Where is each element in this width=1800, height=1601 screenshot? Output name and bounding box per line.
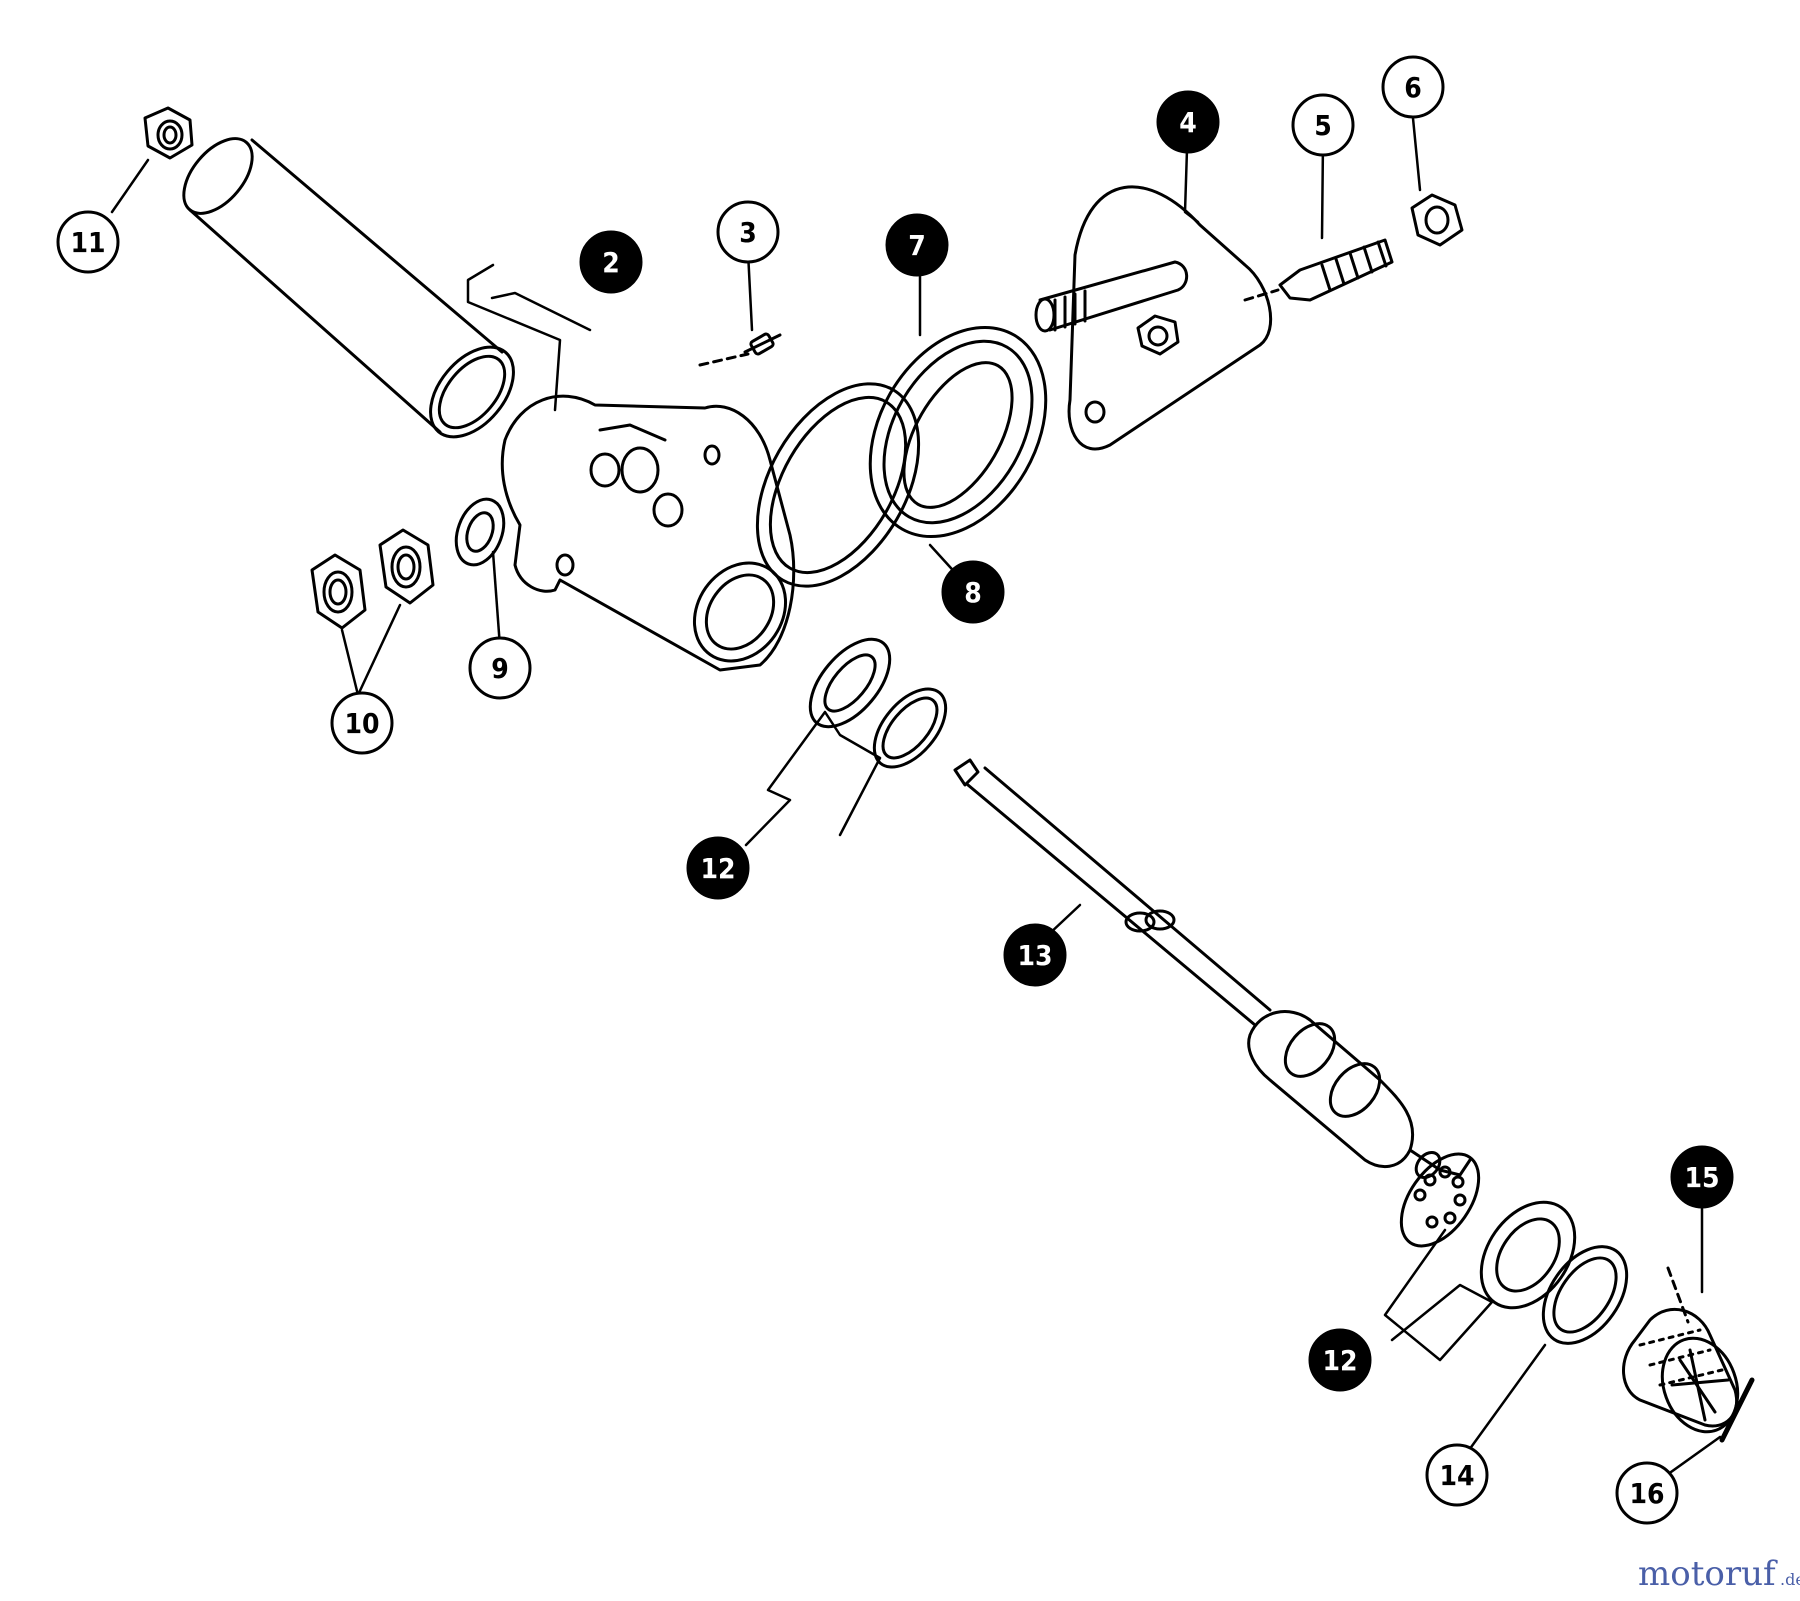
svg-text:12: 12	[1322, 1344, 1357, 1377]
cylinder-tube	[182, 137, 515, 439]
callout-12-upper: 12	[686, 836, 750, 900]
callout-6: 6	[1381, 55, 1445, 119]
side-cover-part-4	[1034, 185, 1273, 451]
callout-12-lower: 12	[1308, 1328, 1372, 1392]
watermark-logo: motoruf .de	[1638, 1554, 1800, 1594]
leader-lines	[110, 106, 1722, 1489]
watermark-suffix: .de	[1780, 1570, 1800, 1589]
svg-text:7: 7	[908, 229, 926, 262]
cotter-pin-part-16	[1719, 1377, 1755, 1443]
svg-text:2: 2	[602, 246, 620, 279]
svg-text:16: 16	[1629, 1477, 1664, 1510]
svg-text:5: 5	[1314, 109, 1332, 142]
callout-8: 8	[941, 560, 1005, 624]
worm-shaft-part-13	[953, 758, 1472, 1180]
bearing-set-lower-part-12	[1399, 1152, 1577, 1310]
castle-nut-part-15	[1622, 1266, 1740, 1434]
callout-16: 16	[1615, 1461, 1679, 1525]
svg-text:9: 9	[491, 652, 509, 685]
svg-text:4: 4	[1179, 106, 1197, 139]
svg-text:15: 15	[1684, 1161, 1719, 1194]
svg-text:13: 13	[1017, 939, 1052, 972]
callout-2: 2	[579, 230, 643, 294]
svg-text:11: 11	[70, 226, 105, 259]
svg-text:12: 12	[700, 852, 735, 885]
callout-9: 9	[468, 636, 532, 700]
callouts: 2 3 4 5 6 7 8 9	[56, 55, 1734, 1525]
watermark-brand: motoruf	[1638, 1554, 1778, 1594]
hex-nuts-part-10	[310, 528, 435, 630]
callout-14: 14	[1425, 1443, 1489, 1507]
bearing-set-upper-part-12	[808, 637, 948, 769]
svg-text:3: 3	[739, 216, 757, 249]
callout-3: 3	[716, 200, 780, 264]
svg-text:14: 14	[1439, 1459, 1474, 1492]
callout-13: 13	[1003, 923, 1067, 987]
washer-part-9	[454, 497, 506, 567]
grease-fitting-part-3	[698, 332, 782, 367]
hex-nut-part-6	[1410, 193, 1464, 247]
washer-part-14	[1541, 1245, 1629, 1345]
svg-text:10: 10	[344, 707, 379, 740]
callout-11: 11	[56, 210, 120, 274]
hex-nut-part-11	[143, 106, 194, 160]
adjusting-screw-part-5	[1243, 238, 1394, 302]
svg-text:8: 8	[964, 576, 982, 609]
svg-text:6: 6	[1404, 71, 1422, 104]
callout-7: 7	[885, 213, 949, 277]
seal-ring-part-7	[868, 325, 1048, 539]
callout-4: 4	[1156, 90, 1220, 154]
callout-5: 5	[1291, 93, 1355, 157]
callout-10: 10	[330, 691, 394, 755]
callout-15: 15	[1670, 1145, 1734, 1209]
